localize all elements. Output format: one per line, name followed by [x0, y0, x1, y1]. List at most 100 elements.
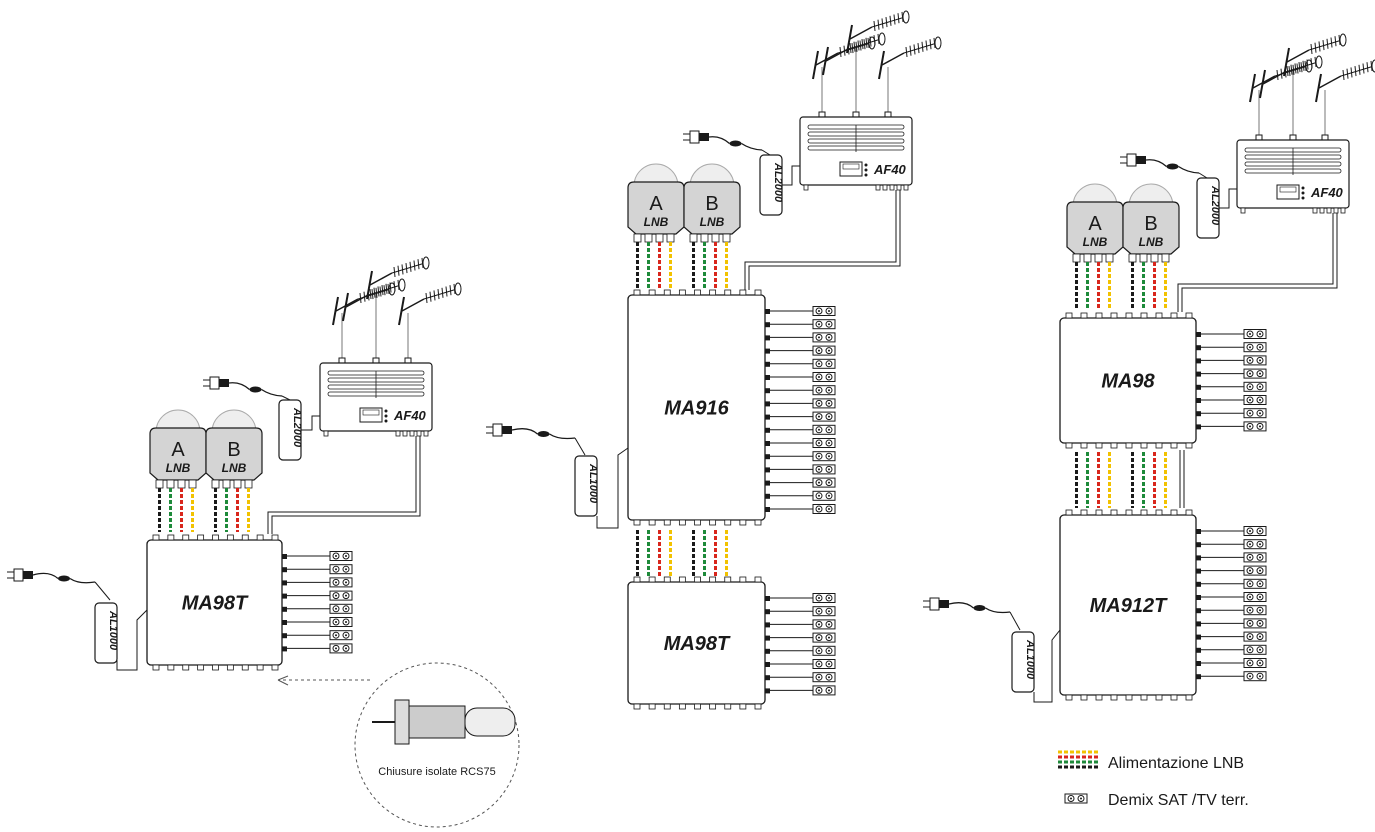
demix-connector-icon [812, 345, 836, 356]
demix-connector-icon [812, 645, 836, 656]
amp-psu: AL2000 [759, 154, 784, 216]
demix-connector-icon [1243, 368, 1267, 379]
demix-connector-icon [1243, 408, 1267, 419]
demix-connector-icon [1064, 793, 1088, 804]
demix-connector-icon [1243, 342, 1267, 353]
psu-label: AL1000 [107, 610, 119, 651]
demix-connector-icon [1243, 539, 1267, 550]
demix-connector-icon [329, 577, 353, 588]
amplifier-af40: AF40 [799, 10, 942, 191]
demix-connector-icon [812, 424, 836, 435]
amplifier-label: AF40 [873, 162, 907, 177]
lnb-letter: A [1088, 213, 1102, 235]
lnb-sublabel: LNB [700, 215, 725, 229]
demix-connector-icon [812, 659, 836, 669]
demix-connector-icon [812, 411, 836, 422]
multiswitch-ma98t: MA98T [627, 576, 836, 710]
psu-label: AL2000 [1209, 185, 1221, 226]
amplifier-af40: AF40 [1236, 33, 1375, 214]
demix-connector-icon [812, 438, 836, 448]
demix-connector-icon [1243, 526, 1267, 536]
demix-connector-icon [329, 630, 353, 641]
ms-psu: AL1000 [94, 602, 119, 664]
lnb-sublabel: LNB [1139, 235, 1164, 249]
demix-connector-icon [1243, 565, 1267, 576]
demix-connector-icon [329, 603, 353, 614]
power-plug-icon [486, 423, 512, 437]
power-plug-icon [923, 597, 949, 611]
power-plug-icon [683, 130, 709, 144]
multiswitch-ma98: MA98 [1059, 312, 1267, 449]
demix-connector-icon [1243, 671, 1267, 682]
amp-psu: AL2000 [1196, 177, 1221, 239]
multiswitch-ma912t: MA912T [1059, 509, 1267, 701]
power-plug-icon [7, 568, 33, 582]
demix-connector-icon [329, 590, 353, 601]
demix-connector-icon [812, 319, 836, 330]
multiswitch-label: MA912T [1090, 595, 1168, 617]
demix-connector-icon [329, 564, 353, 575]
callout-rcs75: Chiusure isolate RCS75 [277, 662, 520, 828]
demix-connector-icon [1243, 421, 1267, 432]
demix-connector-icon [1243, 631, 1267, 642]
multiswitch-label: MA98 [1101, 371, 1155, 393]
psu-label: AL1000 [587, 463, 599, 504]
demix-connector-icon [812, 332, 836, 343]
demix-connector-icon [1243, 592, 1267, 602]
demix-connector-icon [1243, 355, 1267, 366]
lnb-sublabel: LNB [222, 461, 247, 475]
demix-connector-icon [812, 685, 836, 696]
antenna-icon [1249, 59, 1313, 103]
demix-connector-icon [812, 398, 836, 409]
demix-connector-icon [812, 464, 836, 475]
demix-connector-icon [812, 372, 836, 382]
ms-psu: AL1000 [1011, 631, 1036, 693]
psu-label: AL2000 [772, 162, 784, 203]
psu-label: AL2000 [291, 407, 303, 448]
demix-connector-icon [1243, 329, 1267, 339]
demix-connector-icon [812, 451, 836, 462]
lnb-sublabel: LNB [644, 215, 669, 229]
psu-label: AL1000 [1024, 639, 1036, 680]
amp-psu: AL2000 [278, 399, 303, 461]
amplifier-label: AF40 [393, 408, 427, 423]
antenna-icon [398, 282, 462, 326]
demix-connector-icon [1243, 644, 1267, 655]
lnb-sublabel: LNB [166, 461, 191, 475]
multiswitch-label: MA98T [182, 593, 249, 615]
antenna-icon [822, 32, 886, 76]
ms-psu: AL1000 [574, 455, 599, 517]
lnb-letter: B [1144, 213, 1157, 235]
antenna-icon [1315, 59, 1375, 103]
demix-connector-icon [812, 593, 836, 603]
legend-demix-label: Demix SAT /TV terr. [1108, 792, 1249, 809]
lnb-letter: A [171, 439, 185, 461]
antenna-icon [878, 36, 942, 80]
demix-connector-icon [812, 672, 836, 683]
legend-power-label: Alimentazione LNB [1108, 755, 1244, 772]
demix-connector-icon [1243, 605, 1267, 616]
antenna-icon [366, 256, 430, 300]
multiswitch-label: MA916 [664, 398, 729, 420]
demix-connector-icon [812, 477, 836, 488]
lnb-letter: B [227, 439, 240, 461]
demix-connector-icon [1243, 578, 1267, 589]
demix-connector-icon [1243, 381, 1267, 392]
demix-connector-icon [1243, 658, 1267, 668]
power-plug-icon [203, 376, 229, 390]
demix-connector-icon [1243, 552, 1267, 563]
demix-connector-icon [812, 306, 836, 316]
demix-connector-icon [1243, 395, 1267, 405]
demix-connector-icon [812, 385, 836, 396]
multiswitch-ma916: MA916 [627, 289, 836, 526]
antenna-icon [846, 10, 910, 54]
amplifier-af40: AF40 [319, 256, 462, 437]
callout-label: Chiusure isolate RCS75 [378, 766, 495, 778]
